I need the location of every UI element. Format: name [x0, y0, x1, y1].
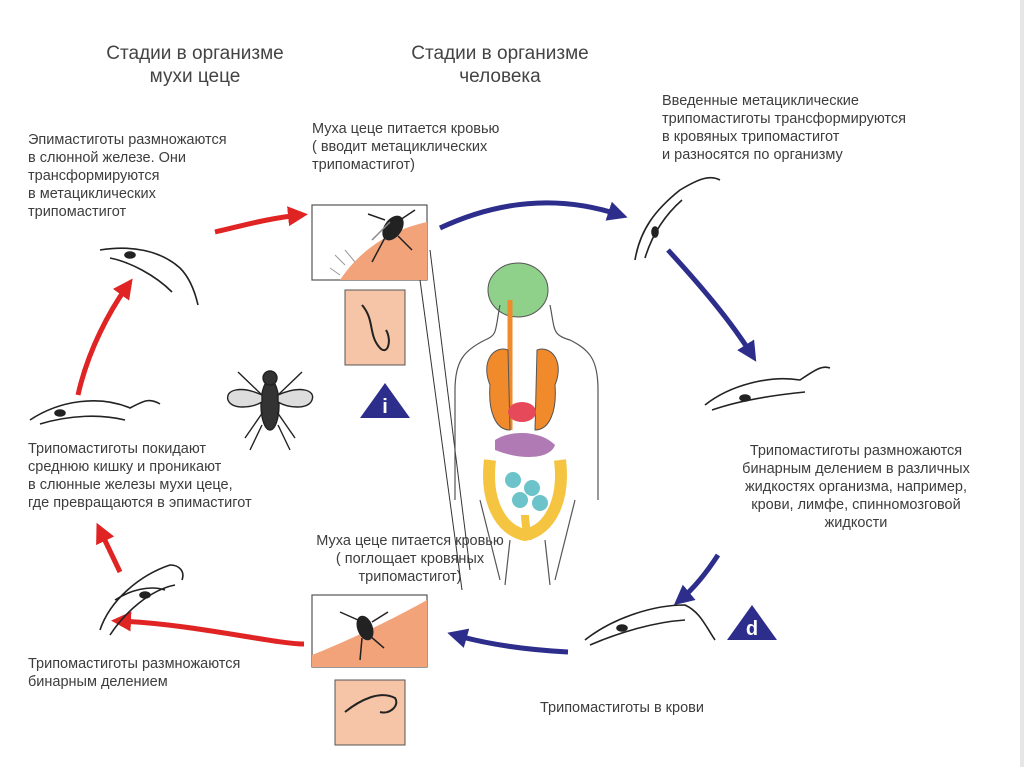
arrow-human-2 [666, 248, 757, 362]
trypanosome-epimastigote [99, 247, 199, 306]
label-binary-fission-fly: Трипомастиготы размножаются бинарным дел… [28, 656, 241, 690]
fly-bite-panel-bottom [311, 594, 428, 746]
label-in-blood: Трипомастиготы в крови [540, 700, 704, 716]
frame-edge [1020, 0, 1024, 767]
arrow-fly-1 [111, 611, 305, 647]
arrow-human-4 [447, 628, 569, 655]
header-fly-stages: Стадии в организме мухи цеце [106, 43, 284, 87]
arrow-fly-4 [214, 206, 308, 235]
marker-i-text: i [382, 396, 388, 418]
arrow-fly-3 [75, 278, 133, 396]
marker-d-text: d [746, 618, 758, 640]
label-epimastigotes: Эпимастиготы размножаются в слюнной желе… [28, 132, 227, 220]
label-fly-feeds-inject: Муха цеце питается кровью ( вводит метац… [312, 121, 500, 173]
arrow-fly-2 [96, 522, 123, 574]
tsetse-fly-icon [367, 209, 416, 263]
human-body-icon [454, 262, 599, 586]
trypanosome-blood-stream [704, 366, 831, 411]
label-fly-feeds-ingest: Муха цеце питается кровью ( поглощает кр… [316, 533, 504, 585]
trypanosome-in-midgut [29, 399, 161, 425]
marker-diagnostic-stage [727, 605, 777, 640]
arrow-human-1 [438, 200, 628, 231]
trypanosome-metacyclic [634, 176, 721, 261]
header-human-stages: Стадии в организме человека [411, 43, 589, 87]
label-leave-midgut: Трипомастиготы покидают среднюю кишку и … [28, 441, 252, 511]
trypanosome-in-blood [584, 604, 716, 646]
fly-bite-panel-top [311, 204, 471, 591]
adult-tsetse-fly-icon [226, 370, 314, 451]
label-binary-fission-body: Трипомастиготы размножаются бинарным дел… [742, 443, 970, 531]
marker-infective-stage [360, 383, 410, 418]
trypanosome-dividing-fly [99, 564, 184, 636]
arrow-human-3 [673, 553, 721, 606]
label-injected-metacyclic: Введенные метациклические трипомастиготы… [662, 93, 906, 163]
